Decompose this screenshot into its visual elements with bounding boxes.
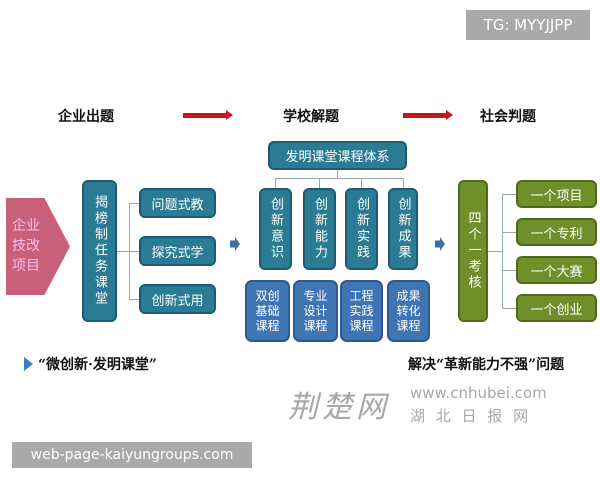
connector <box>275 178 403 179</box>
watermark-bottom-left: web-page-kaiyungroups.com <box>12 442 252 468</box>
site-logo-watermark: 荆楚网 <box>288 390 390 425</box>
connector <box>337 170 338 178</box>
connector <box>129 299 139 300</box>
connector <box>117 251 129 252</box>
task-class-box: 揭榜制任务课堂 <box>82 180 117 322</box>
arrow-right-icon <box>435 237 445 251</box>
pillar-box: 创新意识 <box>259 188 292 270</box>
left-caption: “微创新·发明课堂” <box>38 357 157 373</box>
connector <box>502 308 516 309</box>
course-box: 工程实践课程 <box>340 280 383 342</box>
bullet-chevron-icon <box>24 357 33 371</box>
site-url-watermark: www.cnhubei.com <box>410 384 547 402</box>
connector <box>129 251 139 252</box>
assessment-box: 四个一考核 <box>458 180 488 322</box>
connector <box>275 178 276 188</box>
connector <box>403 178 404 188</box>
course-box: 成果转化课程 <box>387 280 430 342</box>
assessment-item: 一个专利 <box>516 218 597 246</box>
assessment-item: 一个创业 <box>516 294 597 322</box>
course-box: 双创基础课程 <box>245 280 290 342</box>
header-step-1: 企业出题 <box>58 109 114 125</box>
assessment-item: 一个大赛 <box>516 256 597 284</box>
connector <box>488 251 502 252</box>
assessment-item: 一个项目 <box>516 180 597 208</box>
connector <box>129 203 139 204</box>
pillar-box: 创新实践 <box>345 188 378 270</box>
arrow-right-icon <box>230 237 240 251</box>
watermark-top-right: TG: MYYJJPP <box>466 10 590 40</box>
right-caption: 解决“革新能力不强”问题 <box>408 357 565 373</box>
connector <box>319 178 320 188</box>
source-pentagon: 企业技改项目 <box>6 198 70 295</box>
connector <box>361 178 362 188</box>
red-arrow-icon <box>183 110 233 120</box>
connector <box>502 194 516 195</box>
course-box: 专业设计课程 <box>293 280 338 342</box>
curriculum-title-box: 发明课堂课程体系 <box>268 141 407 170</box>
header-step-2: 学校解题 <box>283 109 339 125</box>
method-box: 创新式用 <box>139 284 216 314</box>
connector <box>502 270 516 271</box>
method-box: 问题式教 <box>139 188 216 218</box>
pillar-box: 创新能力 <box>303 188 336 270</box>
red-arrow-icon <box>403 110 453 120</box>
connector <box>502 194 503 308</box>
header-step-3: 社会判题 <box>480 109 536 125</box>
source-label: 企业技改项目 <box>12 218 40 274</box>
pillar-box: 创新成果 <box>388 188 418 270</box>
connector <box>502 232 516 233</box>
method-box: 探究式学 <box>139 236 216 266</box>
site-name-watermark: 湖 北 日 报 网 <box>410 407 532 425</box>
